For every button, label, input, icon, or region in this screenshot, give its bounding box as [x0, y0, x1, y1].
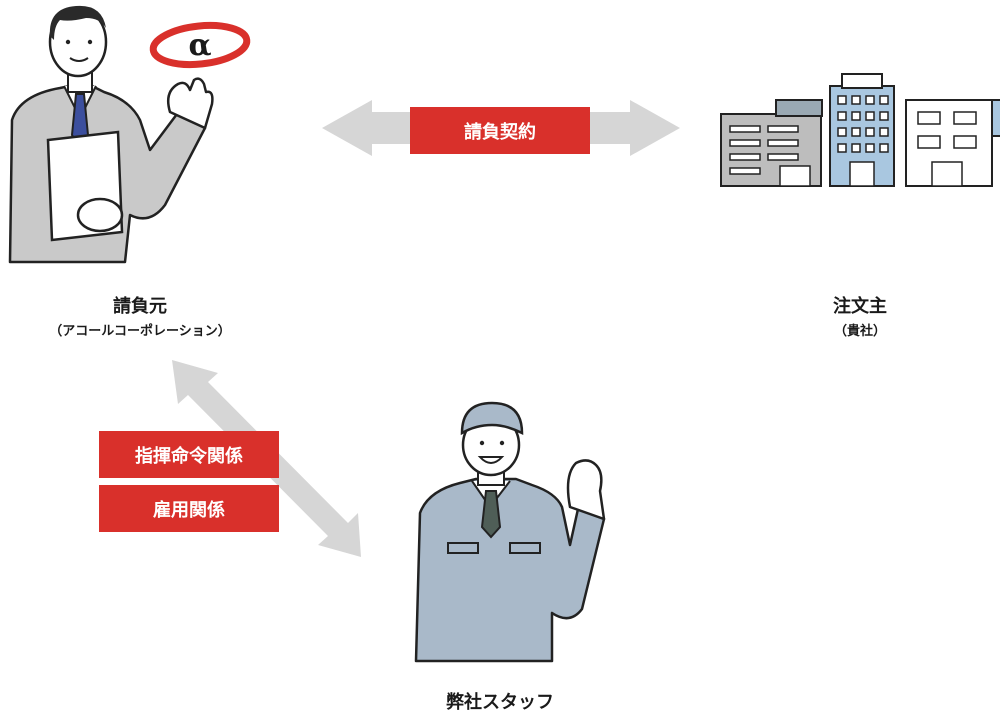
command-label: 指揮命令関係	[135, 445, 243, 467]
buildings-illustration	[720, 73, 1000, 187]
command-badge: 指揮命令関係	[99, 431, 279, 478]
contractor-subtitle: （アコールコーポレーション）	[49, 324, 231, 339]
client-subtitle: （貴社）	[833, 324, 886, 339]
contract-badge: 請負契約	[410, 107, 590, 154]
employment-badge: 雇用関係	[99, 485, 279, 532]
worker-illustration	[414, 401, 606, 663]
company-logo: α	[149, 21, 251, 69]
employment-label: 雇用関係	[153, 499, 225, 521]
businessman-illustration	[8, 5, 214, 264]
contractor-title: 請負元	[113, 296, 167, 317]
contract-label: 請負契約	[464, 121, 536, 143]
client-title: 注文主	[833, 296, 887, 317]
logo-glyph: α	[188, 28, 211, 63]
staff-title: 弊社スタッフ	[446, 692, 554, 713]
